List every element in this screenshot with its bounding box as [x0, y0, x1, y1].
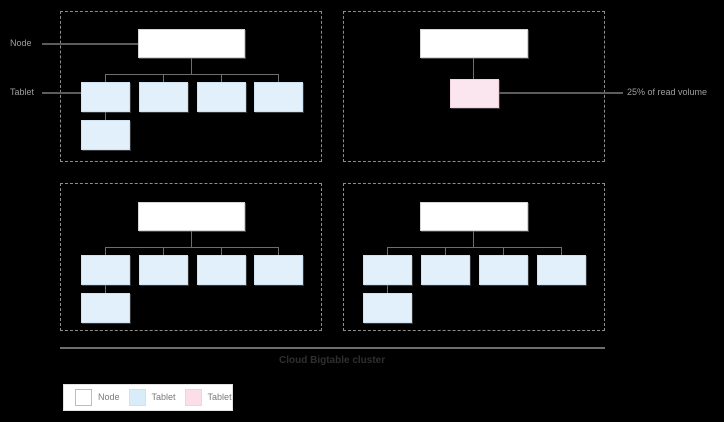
- connector-drop-bottom-left-stack: [105, 285, 106, 293]
- connector-trunk-bottom-left: [191, 231, 192, 247]
- connector-drop-bottom-right-3: [503, 247, 504, 255]
- tablet-box-bottom-right-2[interactable]: [421, 255, 470, 285]
- connector-drop-top-left-stack: [105, 112, 106, 120]
- tablet-box-bottom-right-4[interactable]: [537, 255, 586, 285]
- tablet-box-bottom-left-1[interactable]: [81, 255, 130, 285]
- connector-drop-bottom-right-stack: [387, 285, 388, 293]
- legend-item-node: Node: [75, 389, 120, 406]
- tablet-box-bottom-left-2[interactable]: [139, 255, 188, 285]
- tablet-box-top-left-5[interactable]: [81, 120, 130, 150]
- connector-trunk-bottom-right: [473, 231, 474, 247]
- tablet-box-bottom-right-1[interactable]: [363, 255, 412, 285]
- quadrant-frame-top-right: [343, 11, 605, 162]
- connector-trunk-top-left: [191, 58, 192, 74]
- connector-drop-bottom-left-2: [163, 247, 164, 255]
- legend-item-hot-tablet: Tablet: [184, 389, 232, 406]
- node-box-top-left[interactable]: [138, 29, 245, 58]
- tablet-box-bottom-right-3[interactable]: [479, 255, 528, 285]
- connector-bus-bottom-left: [105, 247, 278, 248]
- legend: Node Tablet Tablet: [63, 384, 233, 411]
- tablet-box-bottom-left-3[interactable]: [197, 255, 246, 285]
- tablet-box-bottom-left-4[interactable]: [254, 255, 303, 285]
- connector-drop-bottom-right-1: [387, 247, 388, 255]
- node-box-bottom-left[interactable]: [138, 202, 245, 231]
- node-box-top-right[interactable]: [420, 29, 528, 58]
- legend-label-hot-tablet: Tablet: [207, 392, 232, 402]
- tablet-box-bottom-left-5[interactable]: [81, 293, 130, 323]
- quadrant-frame-top-left: [60, 11, 322, 162]
- connector-drop-bottom-left-4: [278, 247, 279, 255]
- tablet-box-top-left-2[interactable]: [139, 82, 188, 112]
- tablet-box-top-left-3[interactable]: [197, 82, 246, 112]
- legend-label-tablet: Tablet: [151, 392, 176, 402]
- cluster-caption: Cloud Bigtable cluster: [279, 355, 386, 366]
- connector-bus-top-left: [105, 74, 278, 75]
- connector-drop-bottom-left-3: [221, 247, 222, 255]
- quadrant-frame-bottom-left: [60, 183, 322, 331]
- node-box-bottom-right[interactable]: [420, 202, 528, 231]
- legend-item-tablet: Tablet: [128, 389, 176, 406]
- connector-drop-top-left-4: [278, 74, 279, 82]
- leader-line-hot-tablet: [499, 92, 623, 94]
- connector-drop-top-left-3: [221, 74, 222, 82]
- side-label-tablet: Tablet: [10, 87, 35, 97]
- side-label-node: Node: [10, 38, 32, 48]
- legend-label-node: Node: [98, 392, 120, 402]
- leader-line-tablet: [42, 92, 82, 94]
- connector-drop-top-left-2: [163, 74, 164, 82]
- legend-swatch-node-icon: [75, 389, 92, 406]
- tablet-box-top-left-4[interactable]: [254, 82, 303, 112]
- quadrant-frame-bottom-right: [343, 183, 605, 331]
- connector-trunk-top-right: [473, 58, 474, 79]
- connector-bus-bottom-right: [387, 247, 561, 248]
- connector-drop-bottom-left-1: [105, 247, 106, 255]
- legend-swatch-tablet-icon: [128, 389, 146, 406]
- connector-drop-top-left-1: [105, 74, 106, 82]
- tablet-box-top-right-hot[interactable]: [450, 79, 499, 108]
- tablet-box-bottom-right-5[interactable]: [363, 293, 412, 323]
- tablet-box-top-left-1[interactable]: [81, 82, 130, 112]
- cluster-baseline: [60, 347, 605, 349]
- legend-swatch-hot-tablet-icon: [184, 389, 202, 406]
- callout-label-hot-tablet: 25% of read volume: [627, 87, 708, 97]
- leader-line-node: [42, 43, 138, 45]
- connector-drop-bottom-right-2: [445, 247, 446, 255]
- connector-drop-bottom-right-4: [561, 247, 562, 255]
